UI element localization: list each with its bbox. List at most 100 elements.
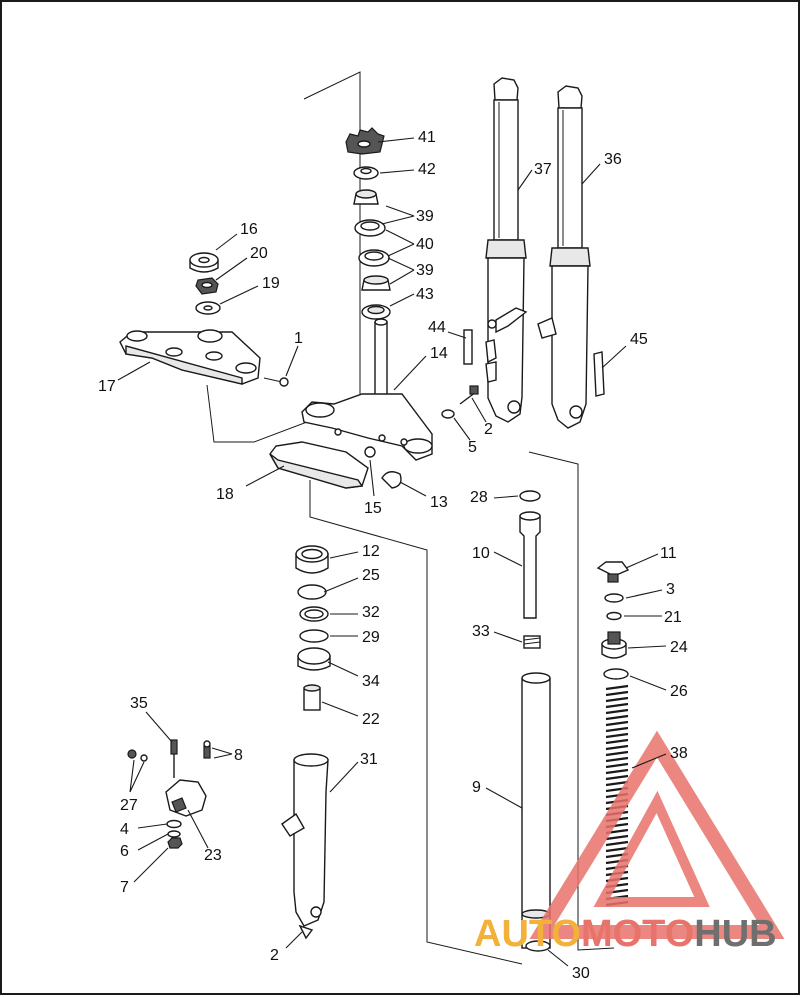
label-23: 23	[204, 847, 222, 864]
watermark-triangle	[529, 730, 785, 939]
label-15: 15	[364, 500, 382, 517]
spring-coil	[605, 732, 629, 739]
spring-coil	[605, 840, 629, 847]
spring-coil	[605, 696, 629, 703]
fork-tube-37	[485, 77, 528, 423]
label-21: 21	[664, 609, 682, 626]
nut-20	[195, 277, 219, 295]
bushing-12	[295, 545, 329, 574]
label-40: 40	[416, 236, 434, 253]
label-10: 10	[472, 545, 490, 562]
label-6: 6	[120, 843, 129, 860]
clip-25	[297, 584, 327, 600]
label-16: 16	[240, 221, 258, 238]
race-40-lower	[358, 249, 390, 267]
bolts-8	[203, 740, 211, 759]
watermark-logo	[529, 730, 785, 939]
spring-coil	[605, 834, 629, 841]
label-27: 27	[120, 797, 138, 814]
upper-bracket-17	[119, 329, 261, 385]
label-22: 22	[362, 711, 380, 728]
bolt-1	[263, 377, 289, 387]
label-9: 9	[472, 779, 481, 796]
label-25: 25	[362, 567, 380, 584]
bushing-34	[297, 647, 331, 671]
spring-coil	[605, 762, 629, 769]
ring-28	[519, 490, 541, 502]
washer-32	[299, 606, 329, 622]
bearing-39-upper	[353, 189, 379, 205]
label-30: 30	[572, 965, 590, 982]
clip-13	[381, 471, 402, 489]
label-19: 19	[262, 275, 280, 292]
label-35: 35	[130, 695, 148, 712]
label-4: 4	[120, 821, 129, 838]
plug-15	[364, 446, 376, 458]
label-34: 34	[362, 673, 380, 690]
spring-33	[523, 635, 541, 649]
spring-coil	[605, 756, 629, 763]
spring-coil	[605, 774, 629, 781]
label-11: 11	[660, 545, 677, 562]
fork-slider-31	[281, 753, 329, 940]
nut-7	[167, 837, 183, 849]
lower-right-frame	[528, 451, 615, 951]
bearing-39-lower	[361, 275, 391, 291]
spring-coil	[605, 702, 629, 709]
race-40-upper	[354, 219, 386, 237]
fork-inner-tube-9	[521, 672, 551, 949]
label-42: 42	[418, 161, 436, 178]
fork-tube-36	[537, 85, 591, 429]
washer-42	[353, 166, 379, 180]
label-31: 31	[360, 751, 378, 768]
label-8: 8	[234, 747, 243, 764]
label-17: 17	[98, 378, 116, 395]
cover-18	[269, 441, 369, 489]
label-14: 14	[430, 345, 448, 362]
label-28: 28	[470, 489, 488, 506]
axle-clamp-23	[165, 779, 207, 817]
seal-43	[361, 304, 391, 320]
oring-26	[603, 668, 629, 680]
label-43: 43	[416, 286, 434, 303]
cap-11	[596, 561, 630, 583]
label-33: 33	[472, 623, 490, 640]
washer-6	[167, 830, 181, 838]
label-45: 45	[630, 331, 648, 348]
washer-19	[195, 301, 221, 315]
ring-29	[299, 629, 329, 643]
spring-coil	[605, 690, 629, 697]
label-44: 44	[428, 319, 446, 336]
label-26: 26	[670, 683, 688, 700]
lower-left-frame	[309, 480, 523, 965]
leader-lines	[117, 137, 667, 967]
spring-coil	[605, 684, 629, 691]
spring-coil	[605, 708, 629, 715]
plug-24	[601, 631, 627, 659]
spring-coil	[605, 744, 629, 751]
label-20: 20	[250, 245, 268, 262]
label-1: 1	[294, 330, 303, 347]
label-13: 13	[430, 494, 448, 511]
spring-coil	[605, 738, 629, 745]
watermark-text: AUTOMOTOHUB	[474, 913, 777, 955]
label-2-upper: 2	[484, 421, 493, 438]
reflector-plate-45	[593, 351, 605, 397]
label-39-lower: 39	[416, 262, 434, 279]
washer-3	[604, 593, 624, 603]
spring-coil	[605, 780, 629, 787]
label-5: 5	[468, 439, 477, 456]
label-24: 24	[670, 639, 688, 656]
label-32: 32	[362, 604, 380, 621]
washer-21	[606, 611, 622, 621]
seal-22	[303, 684, 321, 711]
label-3: 3	[666, 581, 675, 598]
label-2-lower: 2	[270, 947, 279, 964]
label-41: 41	[418, 129, 436, 146]
label-7: 7	[120, 879, 129, 896]
spring-coil	[605, 720, 629, 727]
bolt-2-upper	[459, 385, 479, 405]
lower-bracket-14	[301, 318, 433, 461]
